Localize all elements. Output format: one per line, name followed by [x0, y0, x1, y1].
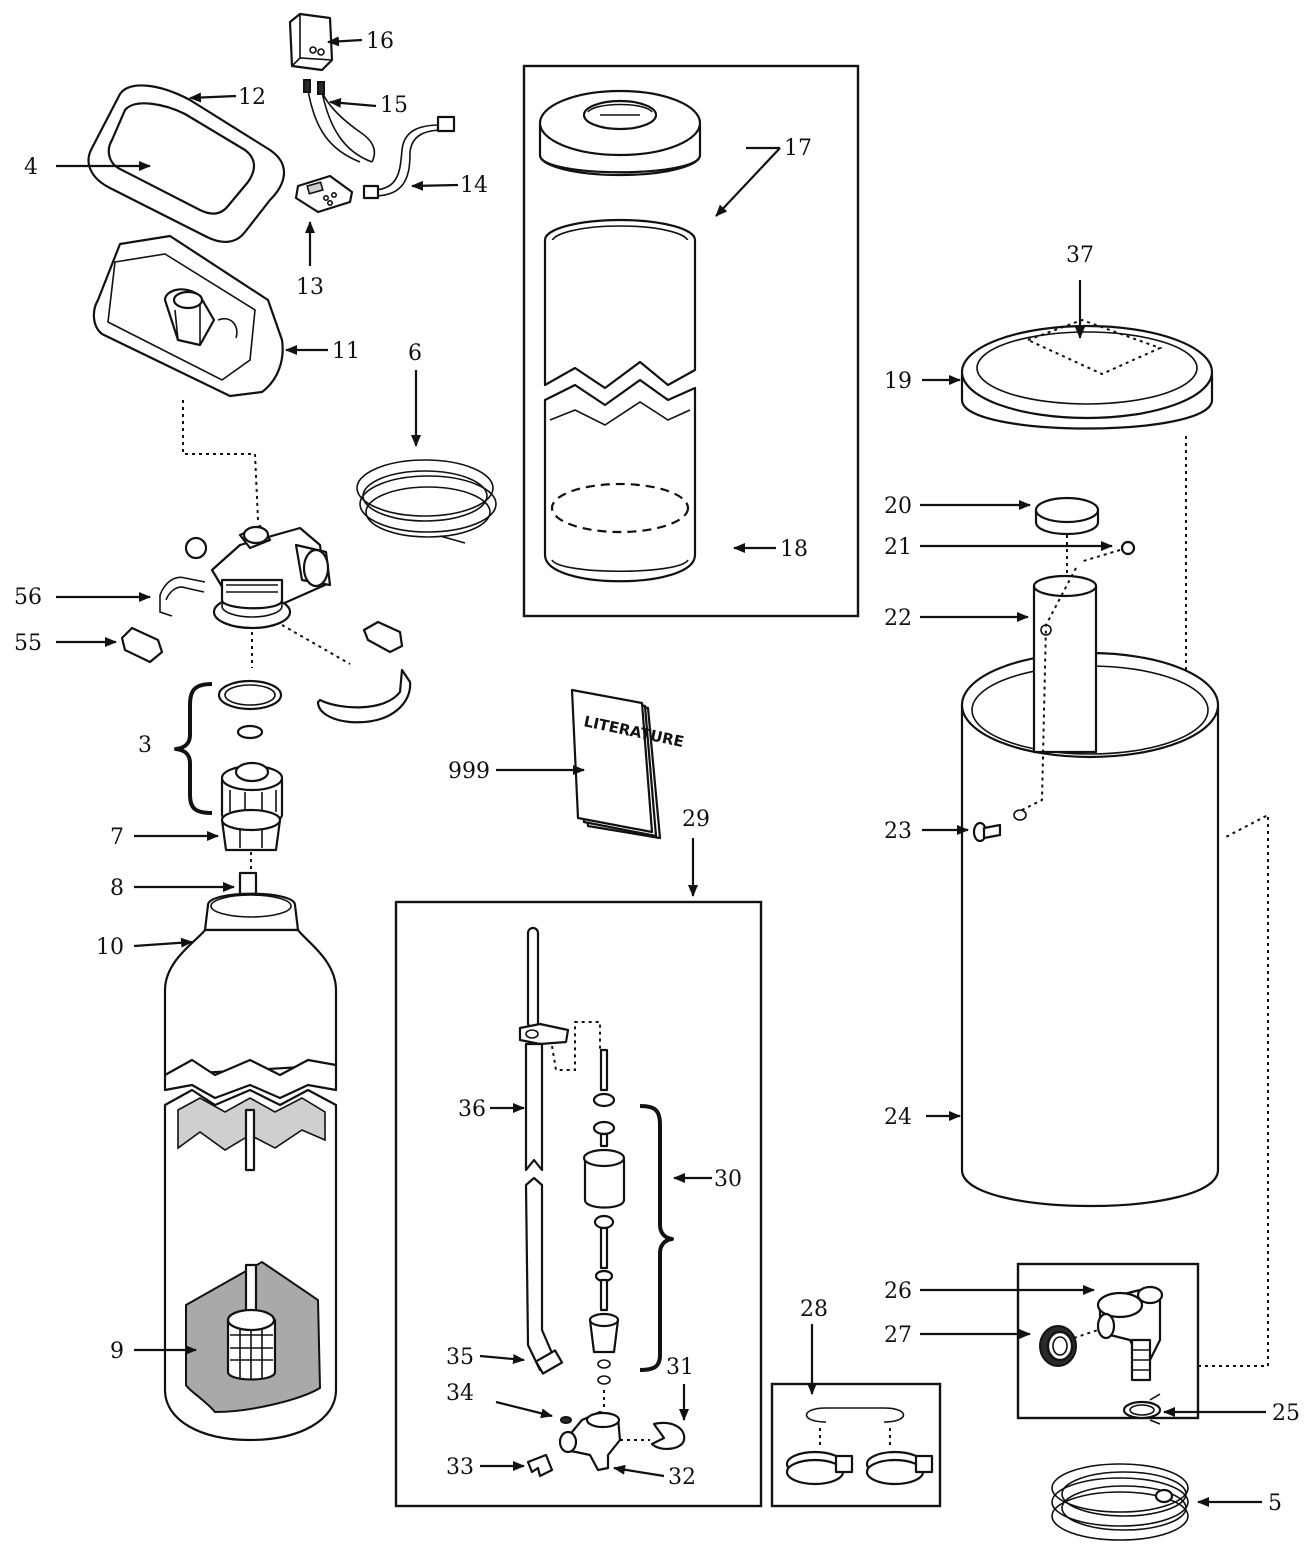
brine-well-22-part	[1032, 574, 1098, 754]
literature-999-part: LITERATURE	[570, 688, 686, 840]
callout-23: 23	[884, 819, 912, 844]
callout-33: 33	[446, 1455, 474, 1480]
transformer-part	[288, 12, 334, 72]
shroud-part	[92, 234, 284, 398]
wire-harness-part	[303, 79, 376, 163]
adapter-3-part	[217, 679, 284, 825]
frame-17-18	[522, 64, 860, 618]
callout-17: 17	[784, 136, 812, 161]
callout-29: 29	[682, 807, 710, 832]
callout-22: 22	[884, 606, 912, 631]
connector-21-22	[1079, 549, 1121, 563]
clamp-clip-part	[316, 620, 412, 724]
callout-55: 55	[14, 631, 42, 656]
leader-arrows	[56, 36, 1266, 1507]
brine-tank-lid-19-part	[960, 318, 1214, 430]
screw-23-part	[972, 809, 1027, 843]
callout-32: 32	[668, 1465, 696, 1490]
callout-30: 30	[714, 1167, 742, 1192]
callout-9: 9	[110, 1339, 124, 1364]
brace-30	[639, 1104, 674, 1372]
callout-8: 8	[110, 876, 124, 901]
clip-55-part	[120, 626, 164, 664]
callout-16: 16	[366, 29, 394, 54]
circuit-board-part	[294, 174, 354, 214]
connector-21-23	[1017, 567, 1077, 813]
valve-assembly-part	[159, 524, 332, 630]
mineral-tank-part	[163, 871, 338, 1442]
grommet-27-part	[1039, 1325, 1099, 1367]
adapter-7-part	[220, 808, 282, 852]
callout-20: 20	[884, 494, 912, 519]
brine-valve-29-part	[518, 926, 686, 1478]
callout-36: 36	[458, 1097, 486, 1122]
overflow-elbow-26-part	[1096, 1285, 1164, 1382]
callout-28: 28	[800, 1297, 828, 1322]
frame-25-27	[1016, 1262, 1200, 1420]
callout-4: 4	[24, 155, 38, 180]
callout-10: 10	[96, 935, 124, 960]
power-cord-part	[362, 115, 456, 200]
callout-11: 11	[332, 339, 360, 364]
cover-part	[87, 84, 286, 243]
callout-27: 27	[884, 1323, 912, 1348]
callout-31: 31	[666, 1355, 694, 1380]
connector-11-56	[182, 400, 259, 521]
callout-15: 15	[380, 93, 408, 118]
callout-24: 24	[884, 1105, 912, 1130]
connector-24-26	[1198, 813, 1269, 1367]
callout-6: 6	[408, 341, 422, 366]
plug-20-part	[1034, 496, 1100, 536]
frame-29	[394, 900, 763, 1508]
callout-13: 13	[296, 275, 324, 300]
salt-lid-17-part	[538, 89, 702, 177]
callout-14: 14	[460, 173, 488, 198]
nut-21-part	[1120, 540, 1136, 556]
connector-56-clip	[281, 624, 351, 665]
brace-3	[174, 682, 213, 815]
brine-well-18-part	[543, 218, 697, 583]
callout-7: 7	[110, 825, 124, 850]
callout-56: 56	[14, 585, 42, 610]
callout-12: 12	[238, 85, 266, 110]
callout-25: 25	[1272, 1401, 1300, 1426]
callout-37: 37	[1066, 243, 1094, 268]
tubing-5-part	[1051, 1463, 1189, 1541]
tubing-6-part	[356, 459, 497, 544]
callout-21: 21	[884, 535, 912, 560]
callout-34: 34	[446, 1381, 474, 1406]
callout-26: 26	[884, 1279, 912, 1304]
callout-5: 5	[1268, 1491, 1282, 1516]
callout-18: 18	[780, 537, 808, 562]
callout-3: 3	[138, 733, 152, 758]
hose-clamp-25-part	[1122, 1393, 1162, 1425]
callout-labels: 16 12 15 4 17 14 13 37 11 6 19 20 21 18 …	[14, 29, 1300, 1516]
frame-28	[770, 1382, 942, 1508]
callout-35: 35	[446, 1345, 474, 1370]
callout-19: 19	[884, 369, 912, 394]
hose-clamps-28-part	[785, 1407, 934, 1486]
callout-999: 999	[448, 759, 490, 784]
